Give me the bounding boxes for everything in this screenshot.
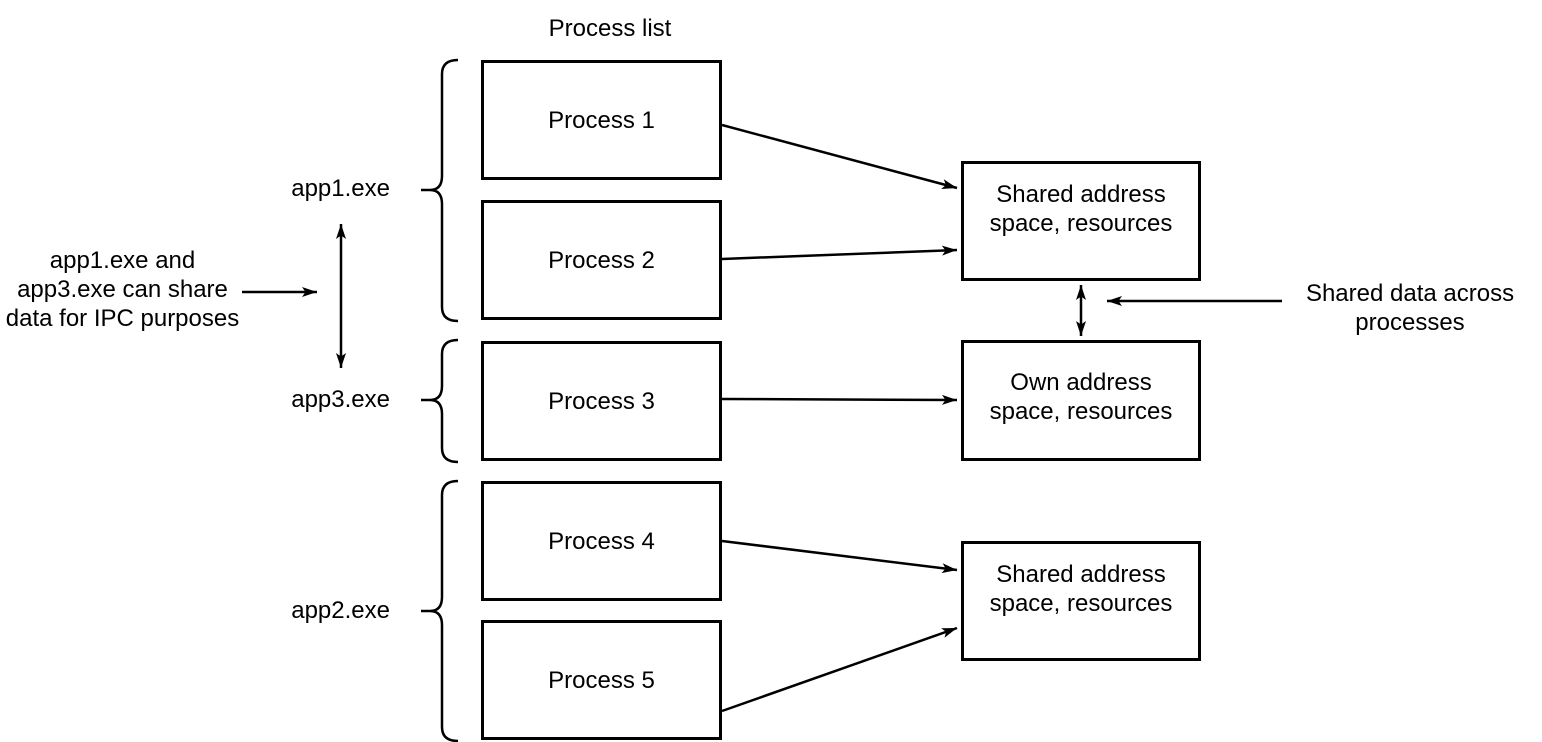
shared-data-note: Shared data across processes bbox=[1300, 279, 1520, 337]
arrow-process3-to-own bbox=[721, 394, 958, 405]
address-box-label-line: Shared address bbox=[996, 180, 1166, 208]
process-box-3: Process 3 bbox=[481, 341, 722, 461]
group-label-app1: app1.exe bbox=[291, 175, 390, 202]
note-line: processes bbox=[1355, 309, 1465, 336]
process-box-5: Process 5 bbox=[481, 620, 722, 740]
note-line: Shared data across bbox=[1305, 280, 1515, 307]
ipc-note: app1.exe and app3.exe can share data for… bbox=[5, 246, 240, 333]
process-box-2: Process 2 bbox=[481, 200, 722, 320]
diagram-title: Process list bbox=[548, 15, 672, 42]
process-box-label: Process 1 bbox=[548, 106, 655, 134]
note-line: app3.exe can share bbox=[17, 276, 228, 303]
note-line: data for IPC purposes bbox=[5, 305, 240, 332]
process-box-label: Process 2 bbox=[548, 246, 655, 274]
arrow-process1-to-shared1 bbox=[721, 123, 958, 190]
address-box-label-line: Shared address bbox=[996, 560, 1166, 588]
process-box-label: Process 5 bbox=[548, 666, 655, 694]
address-box-label-line: space, resources bbox=[989, 209, 1173, 237]
shared-address-box-2: Shared address space, resources bbox=[961, 541, 1201, 661]
group-label-app3: app3.exe bbox=[291, 386, 390, 413]
arrow-process5-to-shared2 bbox=[721, 626, 958, 713]
address-box-label-line: space, resources bbox=[989, 589, 1173, 617]
brace-app1 bbox=[421, 58, 459, 323]
brace-app3 bbox=[421, 338, 459, 464]
arrow-process4-to-shared2 bbox=[721, 539, 958, 574]
process-box-label: Process 3 bbox=[548, 387, 655, 415]
process-box-1: Process 1 bbox=[481, 60, 722, 180]
address-box-label-line: space, resources bbox=[989, 398, 1173, 425]
address-box-label-line: Own address bbox=[1010, 369, 1152, 396]
process-box-4: Process 4 bbox=[481, 481, 722, 601]
process-box-label: Process 4 bbox=[548, 527, 655, 555]
group-label-app2: app2.exe bbox=[291, 597, 390, 624]
shared-address-box-1: Shared address space, resources bbox=[961, 161, 1201, 281]
brace-app2 bbox=[421, 479, 459, 742]
note-line: app1.exe and bbox=[49, 247, 196, 274]
own-address-box: Own address space, resources bbox=[961, 340, 1201, 461]
arrow-process2-to-shared1 bbox=[721, 245, 958, 261]
